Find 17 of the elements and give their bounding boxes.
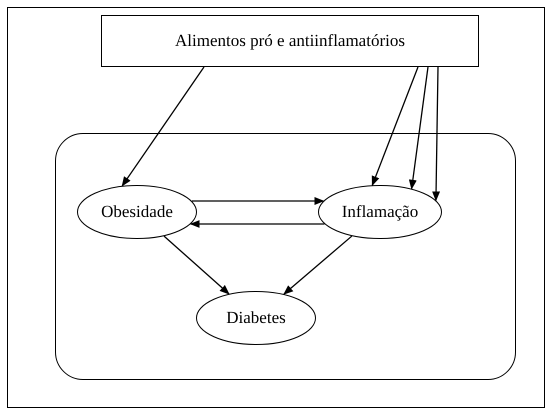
group-container — [55, 133, 516, 380]
arrow — [283, 236, 352, 295]
ellipse-node — [318, 185, 442, 239]
ellipse-node — [77, 185, 197, 239]
arrow — [372, 66, 419, 186]
arrow — [190, 220, 324, 228]
arrow — [408, 66, 429, 190]
node-label: Diabetes — [226, 307, 286, 329]
arrow — [192, 197, 324, 205]
node-label: Inflamação — [342, 201, 418, 223]
node-label: Alimentos pró e antiinflamatórios — [175, 30, 405, 52]
ellipse-node — [196, 291, 316, 345]
arrow — [432, 66, 440, 202]
title-box — [101, 15, 479, 67]
node-label: Obesidade — [101, 201, 173, 223]
arrow — [122, 66, 205, 187]
arrow — [164, 236, 230, 295]
